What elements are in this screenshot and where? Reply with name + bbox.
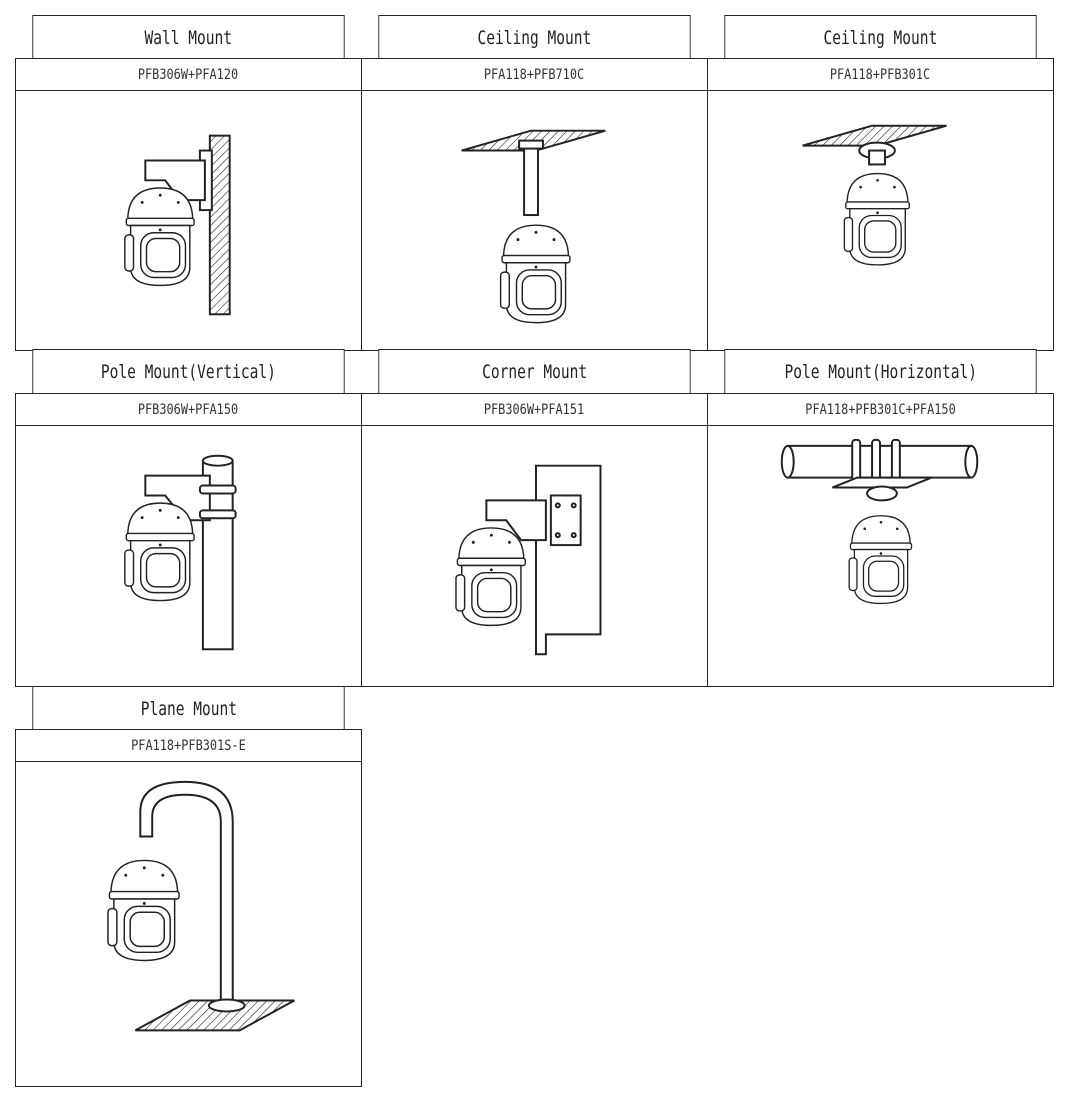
- mount-title-corner: Corner Mount: [378, 349, 691, 395]
- model-text: PFB306W+PFA120: [138, 67, 239, 83]
- model-pole-vertical: PFB306W+PFA150: [15, 393, 362, 427]
- mount-title-ceiling-direct: Ceiling Mount: [724, 15, 1037, 60]
- mount-title-plane: Plane Mount: [32, 686, 345, 731]
- model-text: PFB306W+PFA150: [138, 402, 239, 418]
- model-plane: PFA118+PFB301S-E: [15, 729, 362, 763]
- ceiling-mount-pendant-drawing: [361, 90, 708, 351]
- model-text: PFA118+PFB301S-E: [131, 738, 246, 754]
- wall-mount-drawing: [15, 90, 362, 351]
- title-text: Ceiling Mount: [823, 26, 938, 49]
- corner-mount-drawing: [361, 425, 708, 687]
- title-text: Plane Mount: [140, 697, 237, 720]
- model-text: PFB306W+PFA151: [484, 402, 585, 418]
- model-ceiling-direct: PFA118+PFB301C: [707, 58, 1054, 92]
- ceiling-mount-direct-drawing: [707, 90, 1054, 351]
- title-text: Pole Mount(Horizontal): [784, 361, 977, 383]
- mount-title-pole-vertical: Pole Mount(Vertical): [32, 349, 345, 395]
- title-text: Wall Mount: [144, 26, 233, 49]
- title-text: Corner Mount: [481, 361, 588, 383]
- mount-title-pole-horizontal: Pole Mount(Horizontal): [724, 349, 1037, 395]
- pole-mount-horizontal-drawing: [707, 425, 1054, 687]
- title-text: Pole Mount(Vertical): [100, 361, 277, 383]
- plane-mount-drawing: [15, 761, 362, 1087]
- title-text: Ceiling Mount: [477, 26, 592, 49]
- model-text: PFA118+PFB710C: [484, 67, 585, 83]
- model-ceiling-pendant: PFA118+PFB710C: [361, 58, 708, 92]
- model-wall: PFB306W+PFA120: [15, 58, 362, 92]
- model-text: PFA118+PFB301C+PFA150: [805, 402, 956, 418]
- pole-mount-vertical-drawing: [15, 425, 362, 687]
- mount-title-ceiling-pendant: Ceiling Mount: [378, 15, 691, 60]
- model-corner: PFB306W+PFA151: [361, 393, 708, 427]
- mount-title-wall: Wall Mount: [32, 15, 345, 60]
- model-pole-horizontal: PFA118+PFB301C+PFA150: [707, 393, 1054, 427]
- model-text: PFA118+PFB301C: [830, 67, 931, 83]
